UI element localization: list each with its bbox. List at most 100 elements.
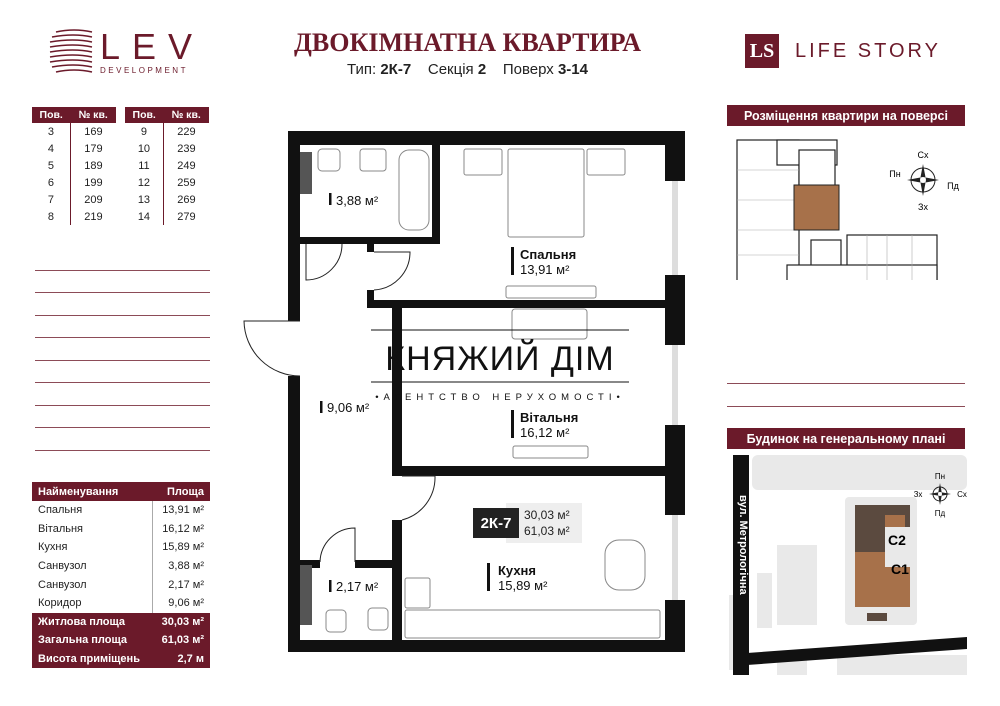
compass-w: Зх [914,490,923,499]
badge-living-area: 30,03 м² [524,508,570,522]
room-area: 2,17 м² [151,575,210,594]
compass-e: Сх [957,490,967,499]
building-c1 [855,567,910,607]
stove-icon [404,577,431,609]
section-value: 2 [477,61,487,78]
floor-cell: 12 [125,174,164,191]
nightstand-icon [586,148,626,176]
compass-icon: Пн Зх Сх Пд [914,472,967,518]
compass-s: Зх [918,202,928,212]
apt-cell: 189 [84,159,103,172]
bath2-area: 2,17 м² [336,579,379,594]
furniture [317,148,661,639]
room-labels: 3,88 м² Спальня 13,91 м² Вітальня 16,12 … [320,193,578,594]
type-value: 2К-7 [380,61,412,78]
room-name: Санвузол [38,560,87,573]
lev-logo-sub: DEVELOPMENT [100,66,188,75]
watermark-logo: КНЯЖИЙ ДІМ •АГЕНТСТВО НЕРУХОМОСТІ• [371,329,629,403]
kitchen-counter-icon [404,609,661,639]
table-row: 6 199 [32,174,116,191]
lev-logo-mark-icon [49,29,93,73]
apt-cell: 229 [177,125,196,138]
compass-n: Сх [918,150,929,160]
doors [243,243,436,563]
divider [727,383,965,384]
room-area: 16,12 м² [151,519,210,539]
apartment-badge: 2К-7 30,03 м² 61,03 м² [473,503,582,543]
apt-cell: 219 [84,210,103,223]
bath1-area: 3,88 м² [336,193,379,208]
table-row: 8 219 [32,208,116,225]
floor-cell: 6 [32,174,71,191]
col-header: Найменування [38,485,119,498]
corridor-area: 9,06 м² [327,400,370,415]
col-header: № кв. [163,107,209,123]
living-area: 16,12 м² [520,425,570,440]
col-header: Площа [166,485,204,498]
nightstand-icon [463,148,503,176]
bathtub-icon [398,149,430,231]
divider [35,427,210,428]
bed-icon [507,148,585,238]
compass-s: Пд [935,509,946,518]
divider [35,382,210,383]
apartment-info: Тип: 2К-7 Секція 2 Поверх 3-14 [230,61,705,78]
apartment-highlight [793,184,840,231]
floor-cell: 9 [125,123,164,140]
col-header: Пов. [32,107,71,123]
toilet-icon [325,609,347,633]
tv-stand-icon [512,445,589,459]
walls [288,131,685,652]
apt-cell: 209 [84,193,103,206]
divider [35,337,210,338]
divider [727,406,965,407]
floor-cell: 5 [32,157,71,174]
room-area: 15,89 м² [151,538,210,557]
badge-code: 2К-7 [481,515,512,532]
room-area: 9,06 м² [151,593,210,613]
total-name: Житлова площа [32,612,153,632]
building-c1-label: С1 [891,561,909,577]
tv-stand-icon [505,285,597,299]
floor-cell: 10 [125,140,164,157]
apartment-floor-plan: 3,88 м² Спальня 13,91 м² Вітальня 16,12 … [243,131,685,652]
col-header: № кв. [70,107,116,123]
table-row: Санвузол 3,88 м² [32,556,210,576]
floor-value: 3-14 [557,61,588,78]
kitchen-area: 15,89 м² [498,578,548,593]
street-name: вул. Метрологічна [737,495,749,595]
sofa-icon [511,308,588,340]
dining-table-icon [604,539,646,591]
floor-location-heading: Розміщення квартири на поверсі [727,105,965,126]
apt-cell: 199 [84,176,103,189]
life-story-logo-mark: LS [745,34,779,68]
sink-icon [367,607,389,631]
room-name: Кухня [38,541,68,554]
living-name: Вітальня [520,410,578,425]
floor-cell: 3 [32,123,71,140]
divider [35,360,210,361]
type-label: Тип: [346,61,377,78]
badge-total-area: 61,03 м² [524,524,570,538]
table-row: 9 229 [125,123,209,140]
compass-w: Пн [889,169,900,179]
floor-location-plan: Сх Пн Пд Зх [736,139,960,280]
sink-icon [359,148,387,172]
room-name: Коридор [38,597,82,610]
divider [35,450,210,451]
col-header: Пов. [125,107,164,123]
floor-cell: 8 [32,208,71,225]
room-area: 3,88 м² [151,556,210,576]
windows [672,181,678,600]
